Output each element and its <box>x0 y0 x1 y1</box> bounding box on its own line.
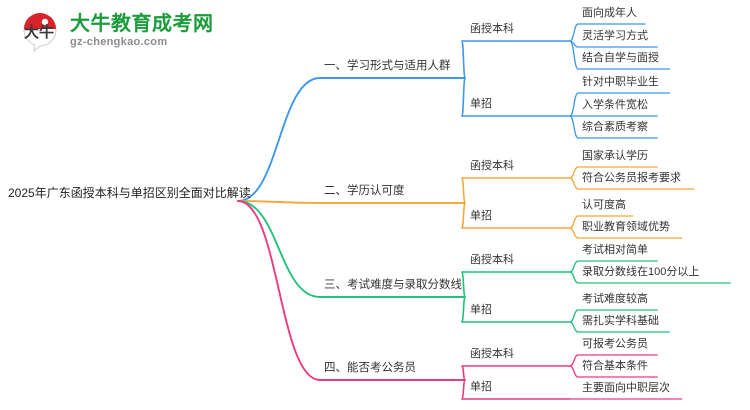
branch-node-2[interactable]: 二、学历认可度 <box>324 185 405 197</box>
leaf-node-3-1-2[interactable]: 录取分数线在100分以上 <box>582 266 700 278</box>
leaf-node-4-1-1[interactable]: 可报考公务员 <box>582 338 648 350</box>
connector-curve <box>237 200 321 298</box>
branch-node-4[interactable]: 四、能否考公务员 <box>324 362 416 374</box>
connector-curve <box>569 92 579 117</box>
connector-curve <box>461 177 466 204</box>
leaf-node-1-2-3[interactable]: 综合素质考察 <box>582 121 648 133</box>
mindmap-connectors <box>237 23 732 400</box>
svg-text:大牛: 大牛 <box>24 23 54 41</box>
connector-curve <box>569 215 579 229</box>
connector-curve <box>461 365 466 381</box>
leaf-node-1-2-2[interactable]: 入学条件宽松 <box>582 99 648 111</box>
leaf-node-2-2-2[interactable]: 职业教育领域优势 <box>582 221 670 233</box>
logo-title: 大牛教育成考网 <box>70 13 214 35</box>
branch-node-1[interactable]: 一、学习形式与适用人群 <box>324 60 451 72</box>
connector-curve <box>569 260 579 273</box>
connector-curve <box>569 115 579 139</box>
connector-curve <box>461 77 466 117</box>
connector-curve <box>461 379 466 400</box>
leaf-node-3-1-1[interactable]: 考试相对简单 <box>582 244 648 256</box>
leaf-node-2-1-2[interactable]: 符合公务员报考要求 <box>582 172 681 184</box>
site-logo: 大牛 大牛教育成考网 gz-chengkao.com <box>18 8 218 54</box>
connector-curve <box>237 200 321 381</box>
leaf-node-2-2-1[interactable]: 认可度高 <box>582 199 626 211</box>
sub-node-3-2[interactable]: 单招 <box>470 304 492 316</box>
leaf-node-4-2-1[interactable]: 主要面向中职层次 <box>582 382 670 394</box>
connector-curve <box>569 271 579 284</box>
connector-curve <box>569 365 579 378</box>
connector-curve <box>569 321 579 333</box>
leaf-node-1-2-1[interactable]: 针对中职毕业生 <box>582 76 659 88</box>
leaf-node-2-1-1[interactable]: 国家承认学历 <box>582 150 648 162</box>
sub-node-4-2[interactable]: 单招 <box>470 381 492 393</box>
logo-domain: gz-chengkao.com <box>70 36 168 48</box>
connector-curve <box>569 40 579 70</box>
sub-node-2-1[interactable]: 函授本科 <box>470 160 514 172</box>
leaf-node-3-2-1[interactable]: 考试难度较高 <box>582 293 648 305</box>
branch-node-3[interactable]: 三、考试难度与录取分数线 <box>324 279 462 291</box>
connector-curve <box>461 271 466 298</box>
leaf-node-1-1-2[interactable]: 灵活学习方式 <box>582 30 648 42</box>
logo-mark-svg: 大牛 <box>23 13 57 53</box>
sub-node-2-2[interactable]: 单招 <box>470 210 492 222</box>
connector-curve <box>569 23 579 42</box>
root-node[interactable]: 2025年广东函授本科与单招区别全面对比解读 <box>8 186 251 200</box>
connector-curve <box>569 227 579 239</box>
logo-text: 大牛教育成考网 gz-chengkao.com <box>70 14 214 48</box>
logo-mark-icon: 大牛 <box>18 9 62 53</box>
connector-curve <box>569 177 579 190</box>
sub-node-1-2[interactable]: 单招 <box>470 98 492 110</box>
connector-curve <box>237 200 321 204</box>
connector-curve <box>569 166 579 179</box>
sub-node-4-1[interactable]: 函授本科 <box>470 348 514 360</box>
connector-curve <box>569 309 579 323</box>
connector-curve <box>461 296 466 323</box>
leaf-node-1-1-3[interactable]: 结合自学与面授 <box>582 52 659 64</box>
connector-curve <box>569 354 579 367</box>
connector-curve <box>461 40 466 79</box>
connector-curve <box>461 202 466 229</box>
leaf-node-4-1-2[interactable]: 符合基本条件 <box>582 360 648 372</box>
leaf-node-1-1-1[interactable]: 面向成年人 <box>582 7 637 19</box>
sub-node-1-1[interactable]: 函授本科 <box>470 23 514 35</box>
leaf-node-3-2-2[interactable]: 需扎实学科基础 <box>582 315 659 327</box>
sub-node-3-1[interactable]: 函授本科 <box>470 254 514 266</box>
connector-curve <box>237 77 321 202</box>
